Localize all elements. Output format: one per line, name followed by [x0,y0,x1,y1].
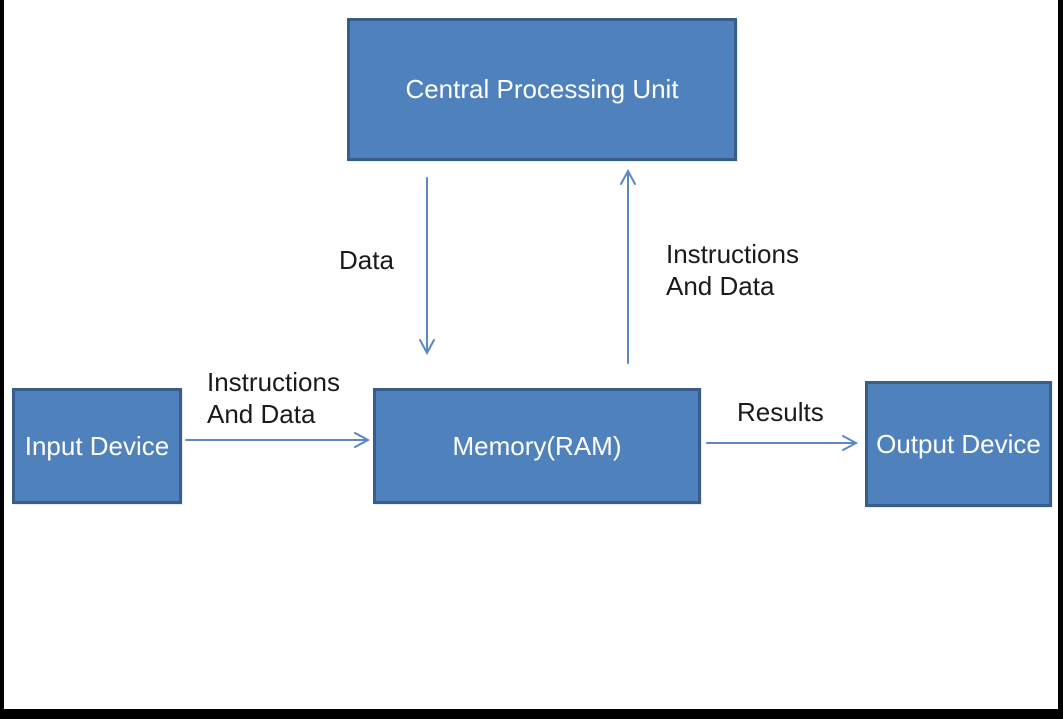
arrow-input-to-memory [185,432,371,448]
slide-crop-edge-left [0,0,4,719]
node-output-device-label: Output Device [876,428,1041,459]
node-memory: Memory(RAM) [373,388,701,504]
edge-label-line: Instructions [666,239,799,269]
node-input-device-label: Input Device [24,430,170,461]
arrow-memory-to-cpu [620,168,636,364]
slide-crop-edge-bottom [0,709,1063,719]
edge-label-input-to-memory: Instructions And Data [207,366,340,430]
arrow-memory-to-output [706,435,859,451]
node-cpu: Central Processing Unit [347,18,737,161]
edge-label-memory-to-output: Results [737,397,824,427]
edge-label-memory-to-cpu: Instructions And Data [666,238,799,302]
node-input-device: Input Device [12,388,182,504]
edge-label-line: Instructions [207,367,340,397]
node-cpu-label: Central Processing Unit [405,74,679,104]
arrow-cpu-to-memory [419,177,435,356]
slide-crop-edge-right [1058,0,1063,719]
node-memory-label: Memory(RAM) [452,430,622,461]
node-output-device: Output Device [865,381,1052,507]
edge-label-cpu-to-memory: Data [339,245,394,275]
arrow-group [185,168,859,451]
edge-label-line: And Data [207,399,316,429]
edge-label-line: And Data [666,271,775,301]
